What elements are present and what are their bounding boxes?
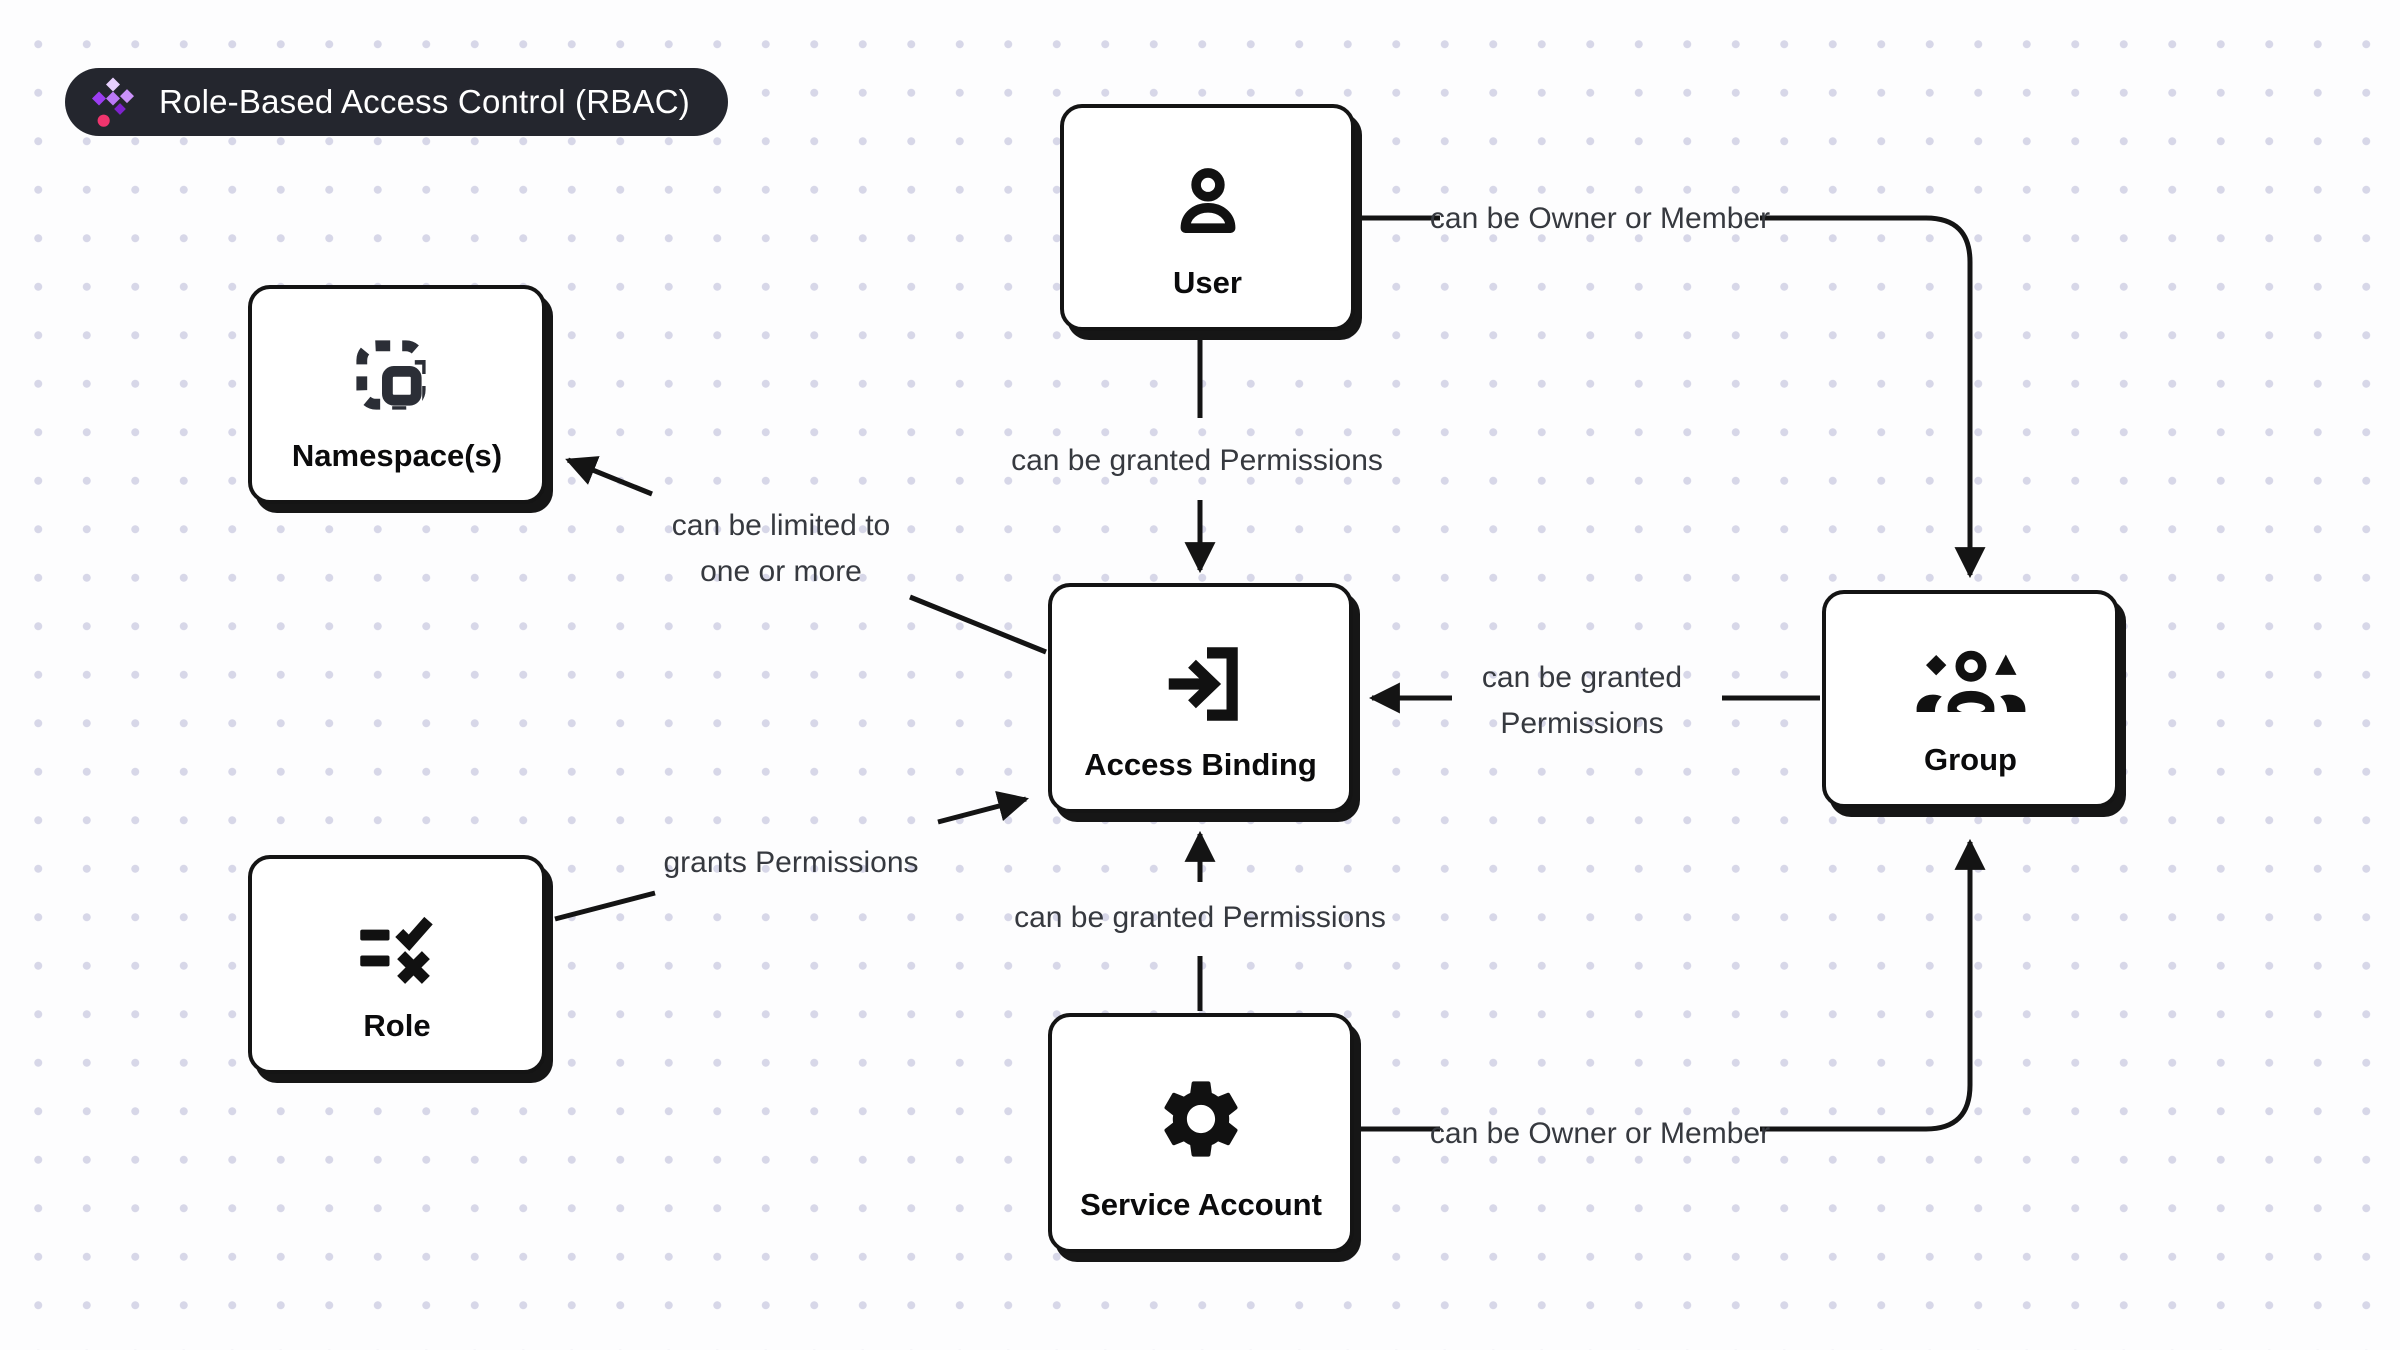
edge-service-account-to-group	[1358, 838, 1986, 1132]
node-label-role: Role	[363, 1008, 431, 1043]
people-group-icon	[1910, 628, 2032, 742]
page-title: Role-Based Access Control (RBAC)	[159, 83, 690, 120]
sign-in-arrow-icon	[1156, 621, 1246, 747]
edge-label-access-binding-to-namespace: can be limited to one or more	[672, 503, 890, 595]
edge-label-line: one or more	[700, 555, 862, 588]
node-access-binding: Access Binding	[1048, 583, 1353, 813]
gear-icon	[1154, 1051, 1248, 1187]
edge-label-service-account-to-access-binding: can be granted Permissions	[1014, 901, 1386, 934]
node-label-group: Group	[1924, 742, 2017, 777]
node-service-account: Service Account	[1048, 1013, 1354, 1253]
edge-label-user-to-group: can be Owner or Member	[1429, 202, 1771, 235]
title-badge: Role-Based Access Control (RBAC)	[65, 68, 728, 136]
diamond-cluster-logo-icon	[92, 77, 134, 127]
node-namespace: Namespace(s)	[248, 285, 546, 504]
edge-label-service-account-to-group: can be Owner or Member	[1429, 1117, 1771, 1150]
edge-label-group-to-access-binding: can be granted Permissions	[1482, 655, 1682, 747]
node-group: Group	[1822, 590, 2119, 808]
node-user: User	[1060, 104, 1355, 331]
edge-label-role-to-access-binding: grants Permissions	[663, 846, 919, 879]
checklist-icon	[352, 893, 442, 1008]
edge-label-line: can be limited to	[671, 509, 891, 542]
node-label-access-binding: Access Binding	[1084, 747, 1317, 782]
dashed-frame-icon	[349, 323, 445, 438]
edge-label-user-to-access-binding: can be granted Permissions	[1011, 444, 1383, 477]
edge-label-line: Permissions	[1500, 707, 1664, 740]
node-label-user: User	[1173, 265, 1242, 300]
edge-label-line: can be granted	[1481, 661, 1683, 694]
node-label-service-account: Service Account	[1080, 1187, 1322, 1222]
node-label-namespace: Namespace(s)	[291, 438, 503, 473]
edge-user-to-group	[1358, 215, 1986, 579]
person-icon	[1162, 142, 1254, 265]
node-role: Role	[248, 855, 546, 1074]
